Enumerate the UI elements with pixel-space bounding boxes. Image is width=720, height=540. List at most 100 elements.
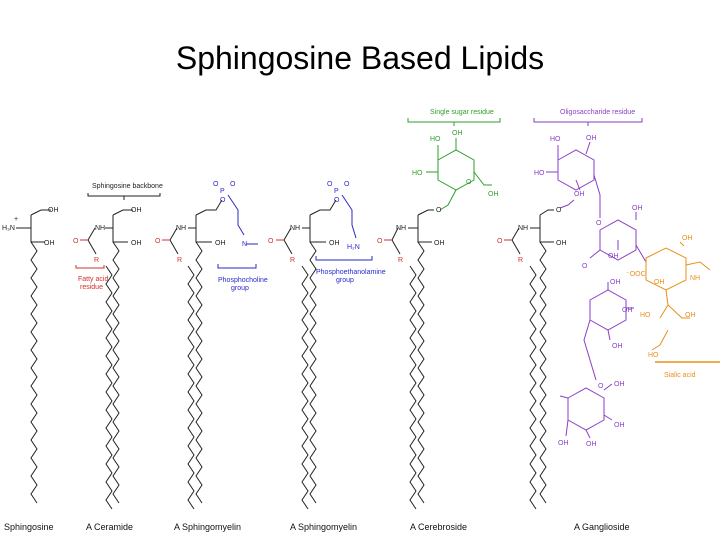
- atom-o: O: [268, 238, 274, 245]
- caption-sphingomyelin-1: A Sphingomyelin: [174, 522, 241, 532]
- sphingosine-tail-6: [539, 241, 547, 504]
- atom-ho: HO: [640, 312, 651, 319]
- atom-r: R: [94, 257, 99, 264]
- atom-o: O: [155, 238, 161, 245]
- atom-oh: OH: [48, 207, 59, 214]
- atom-nh: NH: [518, 225, 528, 232]
- sphingomyelin-phosphocholine-structure: O P O O N NH OH O R Phosphocholine group: [155, 181, 268, 292]
- caption-sphingosine: Sphingosine: [4, 522, 54, 532]
- atom-oh: OH: [215, 240, 226, 247]
- atom-oh: OH: [586, 441, 597, 448]
- atom-oh: OH: [558, 440, 569, 447]
- atom-oh: OH: [610, 279, 621, 286]
- atom-ho: HO: [430, 136, 441, 143]
- sphingosine-tail-3: [195, 241, 203, 504]
- atom-oh: OH: [434, 240, 445, 247]
- atom-oh: OH: [685, 312, 696, 319]
- fatty-acid-tail-3: [301, 265, 309, 510]
- sphingomyelin-phosphoethanolamine-structure: O P O O H₂N NH OH O R Phosphoethanolamin…: [268, 181, 386, 284]
- annotation-sialic-acid: Sialic acid: [664, 372, 696, 379]
- atom-oh: OH: [452, 130, 463, 137]
- annotation-phosphoethanolamine: Phosphoethanolamine: [316, 269, 386, 276]
- atom-o: O: [73, 238, 79, 245]
- atom-o: O: [497, 238, 503, 245]
- atom-r: R: [290, 257, 295, 264]
- atom-r: R: [398, 257, 403, 264]
- annotation-fatty-acid-residue: residue: [80, 284, 103, 291]
- atom-o: O: [598, 383, 604, 390]
- atom-ho: HO: [534, 170, 545, 177]
- atom-h3n: H₃N: [2, 225, 15, 232]
- sphingosine-tail-2: [112, 241, 120, 504]
- fatty-acid-tail-4: [409, 265, 417, 510]
- atom-o: O: [230, 181, 236, 188]
- atom-o: O: [556, 207, 562, 214]
- atom-ho: HO: [412, 170, 423, 177]
- sphingosine-structure: OH H₃N + OH: [2, 207, 59, 247]
- atom-h2n: H₂N: [347, 244, 360, 251]
- annotation-single-sugar: Single sugar residue: [430, 109, 494, 116]
- sphingosine-tail-1: [30, 241, 38, 504]
- atom-coo: ⁻OOC: [626, 271, 646, 278]
- hydrocarbon-chains: [30, 241, 547, 510]
- atom-o: O: [466, 179, 472, 186]
- atom-oh: OH: [488, 191, 499, 198]
- atom-p: P: [334, 188, 339, 195]
- atom-o: O: [220, 197, 226, 204]
- ceramide-structure: Sphingosine backbone OH NH OH O R Fatty …: [73, 183, 163, 291]
- atom-o: O: [344, 181, 350, 188]
- atom-nh: NH: [95, 225, 105, 232]
- annotation-phosphocholine-group: group: [231, 285, 249, 292]
- atom-nh: NH: [396, 225, 406, 232]
- atom-plus: +: [14, 216, 18, 223]
- atom-o: O: [596, 220, 602, 227]
- annotation-sphingosine-backbone: Sphingosine backbone: [92, 183, 163, 190]
- page-title: Sphingosine Based Lipids: [175, 40, 545, 76]
- atom-oh: OH: [614, 422, 625, 429]
- atom-o: O: [327, 181, 333, 188]
- cerebroside-structure: Single sugar residue HO OH HO OH O O NH …: [377, 109, 501, 264]
- ganglioside-structure: Oligosaccharide residue HO OH HO OH O OH…: [497, 109, 720, 448]
- fatty-acid-tail-5: [529, 265, 537, 510]
- atom-oh: OH: [329, 240, 340, 247]
- atom-oh: OH: [622, 307, 633, 314]
- atom-o: O: [582, 263, 588, 270]
- atom-r: R: [177, 257, 182, 264]
- atom-oh: OH: [608, 253, 619, 260]
- sphingosine-tail-5: [417, 241, 425, 504]
- atom-oh: OH: [131, 240, 142, 247]
- caption-sphingomyelin-2: A Sphingomyelin: [290, 522, 357, 532]
- annotation-oligosaccharide: Oligosaccharide residue: [560, 109, 635, 116]
- caption-ceramide: A Ceramide: [86, 522, 133, 532]
- fatty-acid-tail-1: [105, 265, 113, 510]
- atom-oh: OH: [556, 240, 567, 247]
- atom-oh: OH: [632, 205, 643, 212]
- atom-ho: HO: [648, 352, 659, 359]
- annotation-fatty-acid: Fatty acid: [78, 276, 108, 283]
- atom-oh: OH: [682, 235, 693, 242]
- atom-oh: OH: [612, 343, 623, 350]
- atom-o: O: [213, 181, 219, 188]
- annotation-phosphocholine: Phosphocholine: [218, 277, 268, 284]
- atom-o: O: [334, 197, 340, 204]
- sphingosine-tail-4: [309, 241, 317, 504]
- atom-oh: OH: [574, 191, 585, 198]
- atom-oh: OH: [586, 135, 597, 142]
- atom-nh: NH: [176, 225, 186, 232]
- annotation-phosphoethanolamine-group: group: [336, 277, 354, 284]
- atom-nh: NH: [290, 225, 300, 232]
- atom-ho: HO: [550, 136, 561, 143]
- atom-r: R: [518, 257, 523, 264]
- atom-oh: OH: [44, 240, 55, 247]
- fatty-acid-tail-2: [187, 265, 195, 510]
- atom-o: O: [377, 238, 383, 245]
- caption-ganglioside: A Ganglioside: [574, 522, 630, 532]
- atom-oh: OH: [614, 381, 625, 388]
- atom-oh: OH: [654, 279, 665, 286]
- atom-oh: OH: [131, 207, 142, 214]
- atom-nh: NH: [690, 275, 700, 282]
- atom-p: P: [220, 188, 225, 195]
- atom-n: N: [242, 241, 247, 248]
- caption-cerebroside: A Cerebroside: [410, 522, 467, 532]
